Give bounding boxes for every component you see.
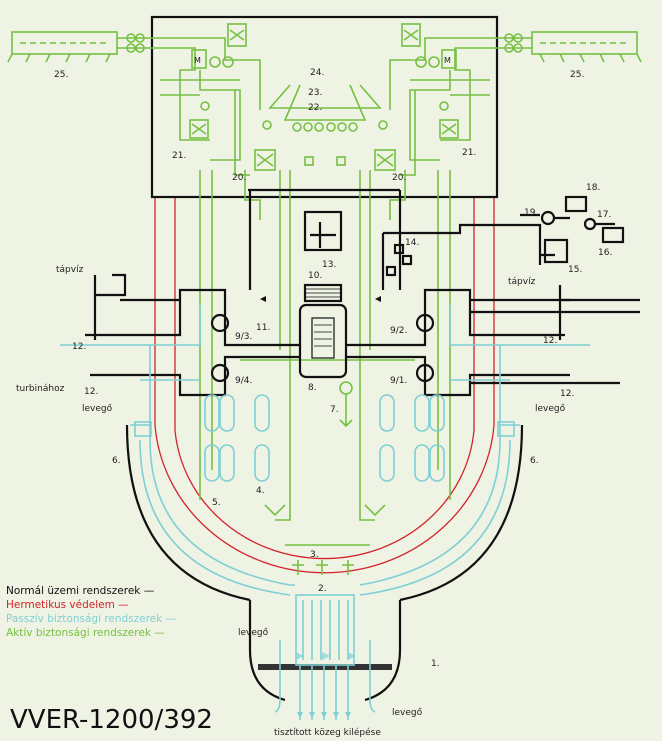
- label-18: 18.: [586, 183, 600, 193]
- to-turbine-label: turbinához: [16, 384, 65, 394]
- outer-shell: [125, 15, 524, 702]
- top-active-systems: M M: [7, 23, 642, 575]
- svg-text:M: M: [194, 56, 201, 65]
- label-1: 1.: [431, 659, 440, 669]
- legend-normal-operation: Normál üzemi rendszerek —: [6, 585, 154, 597]
- air-right-mid-label: levegő: [535, 404, 566, 414]
- label-4: 4.: [256, 486, 265, 496]
- label-11: 11.: [256, 323, 270, 333]
- label-21-right: 21.: [462, 148, 476, 158]
- label-22: 22.: [308, 103, 322, 113]
- legend: Normál üzemi rendszerek — Hermetikus véd…: [6, 585, 176, 639]
- label-17: 17.: [597, 210, 611, 220]
- label-25-right: 25.: [570, 70, 584, 80]
- flow-labels: tápvíz tápvíz turbinához levegő levegő l…: [16, 265, 566, 738]
- legend-active-safety: Aktív biztonsági rendszerek —: [6, 627, 165, 639]
- component-labels: 1. 2. 3. 4. 5. 6. 6. 7. 8. 9/1. 9/2. 9/3…: [54, 68, 612, 669]
- feedwater-left-label: tápvíz: [56, 265, 84, 275]
- normal-operation-systems: [85, 188, 640, 397]
- label-3: 3.: [310, 550, 319, 560]
- label-9-1: 9/1.: [390, 376, 407, 386]
- label-12-d: 12.: [560, 389, 574, 399]
- label-25-left: 25.: [54, 70, 68, 80]
- label-20-left: 20.: [232, 173, 246, 183]
- label-9-4: 9/4.: [235, 376, 252, 386]
- central-valve-bank: [292, 122, 358, 132]
- label-12-a: 12.: [72, 342, 86, 352]
- filtered-exit-label: tisztított közeg kilépése: [274, 727, 381, 738]
- feedwater-right-label: tápvíz: [508, 277, 536, 287]
- legend-passive-safety: Passzív biztonsági rendszerek —: [6, 613, 176, 625]
- label-6-right: 6.: [530, 456, 539, 466]
- label-7: 7.: [330, 405, 339, 415]
- air-bottom-left-label: levegő: [238, 628, 269, 638]
- label-23: 23.: [308, 88, 322, 98]
- passive-safety-systems: [60, 305, 590, 720]
- label-16: 16.: [598, 248, 612, 258]
- label-14: 14.: [405, 238, 419, 248]
- diagram-title: VVER-1200/392: [10, 705, 213, 735]
- label-19: 19.: [524, 208, 538, 218]
- air-left-mid-label: levegő: [82, 404, 113, 414]
- label-5: 5.: [212, 498, 221, 508]
- hermetic-containment: [154, 196, 495, 574]
- hydro-accumulators: [204, 394, 445, 482]
- label-8: 8.: [308, 383, 317, 393]
- label-20-right: 20.: [392, 173, 406, 183]
- label-21-left: 21.: [172, 151, 186, 161]
- label-12-b: 12.: [84, 387, 98, 397]
- label-2: 2.: [318, 584, 327, 594]
- label-10: 10.: [308, 271, 322, 281]
- legend-hermetic-protection: Hermetikus védelem —: [6, 599, 129, 611]
- label-12-c: 12.: [543, 336, 557, 346]
- label-13: 13.: [322, 260, 336, 270]
- svg-text:M: M: [444, 56, 451, 65]
- label-15: 15.: [568, 265, 582, 275]
- label-6-left: 6.: [112, 456, 121, 466]
- label-24: 24.: [310, 68, 324, 78]
- label-9-3: 9/3.: [235, 332, 252, 342]
- air-bottom-right-label: levegő: [392, 708, 423, 718]
- label-9-2: 9/2.: [390, 326, 407, 336]
